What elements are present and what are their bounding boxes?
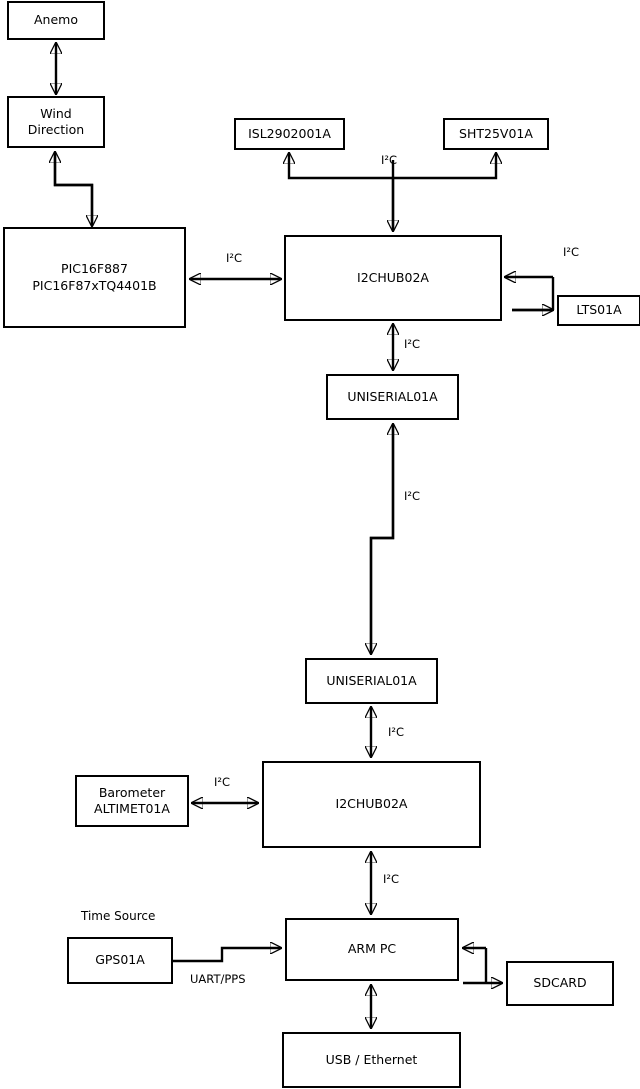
edge-label-i2c-uniserial-link: I²C	[404, 489, 421, 503]
node-uniserial01a-bottom[interactable]: UNISERIAL01A	[305, 658, 438, 704]
node-gps01a[interactable]: GPS01A	[67, 937, 173, 984]
node-isl2902001a[interactable]: ISL2902001A	[234, 118, 345, 150]
node-pic-mcu[interactable]: PIC16F887 PIC16F87xTQ4401B	[3, 227, 186, 328]
node-wind-direction-label: Wind Direction	[27, 105, 85, 138]
label-time-source: Time Source	[81, 909, 156, 923]
node-i2chub02a-bottom[interactable]: I2CHUB02A	[262, 761, 481, 848]
edge-hubtop-bus	[289, 153, 395, 231]
node-i2chub02a-bottom-label: I2CHUB02A	[335, 796, 408, 812]
node-sdcard-label: SDCARD	[533, 975, 587, 991]
node-lts01a[interactable]: LTS01A	[557, 295, 640, 326]
node-uniserial01a-top-label: UNISERIAL01A	[347, 388, 438, 404]
node-isl2902001a-label: ISL2902001A	[248, 125, 331, 141]
edge-label-i2c-hub-uniserial: I²C	[404, 337, 421, 351]
node-sdcard[interactable]: SDCARD	[506, 961, 614, 1006]
node-uniserial01a-bottom-label: UNISERIAL01A	[326, 672, 417, 688]
edge-label-i2c-lts: I²C	[563, 245, 580, 259]
node-sht25v01a[interactable]: SHT25V01A	[443, 118, 549, 150]
node-arm-pc[interactable]: ARM PC	[285, 918, 459, 981]
node-lts01a-label: LTS01A	[576, 302, 622, 318]
edge-label-i2c-uniserial-hub: I²C	[388, 725, 405, 739]
edge-unitop-unibot	[371, 424, 395, 654]
node-usb-ethernet[interactable]: USB / Ethernet	[282, 1032, 461, 1088]
node-uniserial01a-top[interactable]: UNISERIAL01A	[326, 374, 459, 420]
node-barometer-altimet01a[interactable]: Barometer ALTIMET01A	[75, 775, 189, 827]
edge-wind-pic	[53, 152, 92, 226]
node-i2chub02a-top[interactable]: I2CHUB02A	[284, 235, 502, 321]
node-arm-pc-label: ARM PC	[347, 941, 397, 957]
node-anemo[interactable]: Anemo	[7, 1, 105, 40]
node-i2chub02a-top-label: I2CHUB02A	[357, 269, 429, 285]
edge-label-uart-pps: UART/PPS	[190, 972, 246, 986]
node-pic-mcu-label: PIC16F887 PIC16F87xTQ4401B	[32, 261, 157, 293]
node-usb-ethernet-label: USB / Ethernet	[325, 1051, 418, 1067]
node-gps01a-label: GPS01A	[95, 952, 145, 968]
edge-pic-wind	[55, 152, 94, 226]
edge-label-i2c-barometer: I²C	[214, 775, 231, 789]
edge-label-i2c-pic-hub: I²C	[226, 251, 243, 265]
node-anemo-label: Anemo	[34, 12, 78, 28]
edge-bus-sht	[393, 153, 496, 180]
node-barometer-altimet01a-label: Barometer ALTIMET01A	[94, 784, 170, 817]
edge-label-i2c-hub-armpc: I²C	[383, 872, 400, 886]
edge-label-i2c-sensors: I²C	[381, 153, 398, 167]
edge-gps-armpc	[173, 948, 281, 963]
node-wind-direction[interactable]: Wind Direction	[7, 96, 105, 148]
node-sht25v01a-label: SHT25V01A	[459, 125, 533, 141]
